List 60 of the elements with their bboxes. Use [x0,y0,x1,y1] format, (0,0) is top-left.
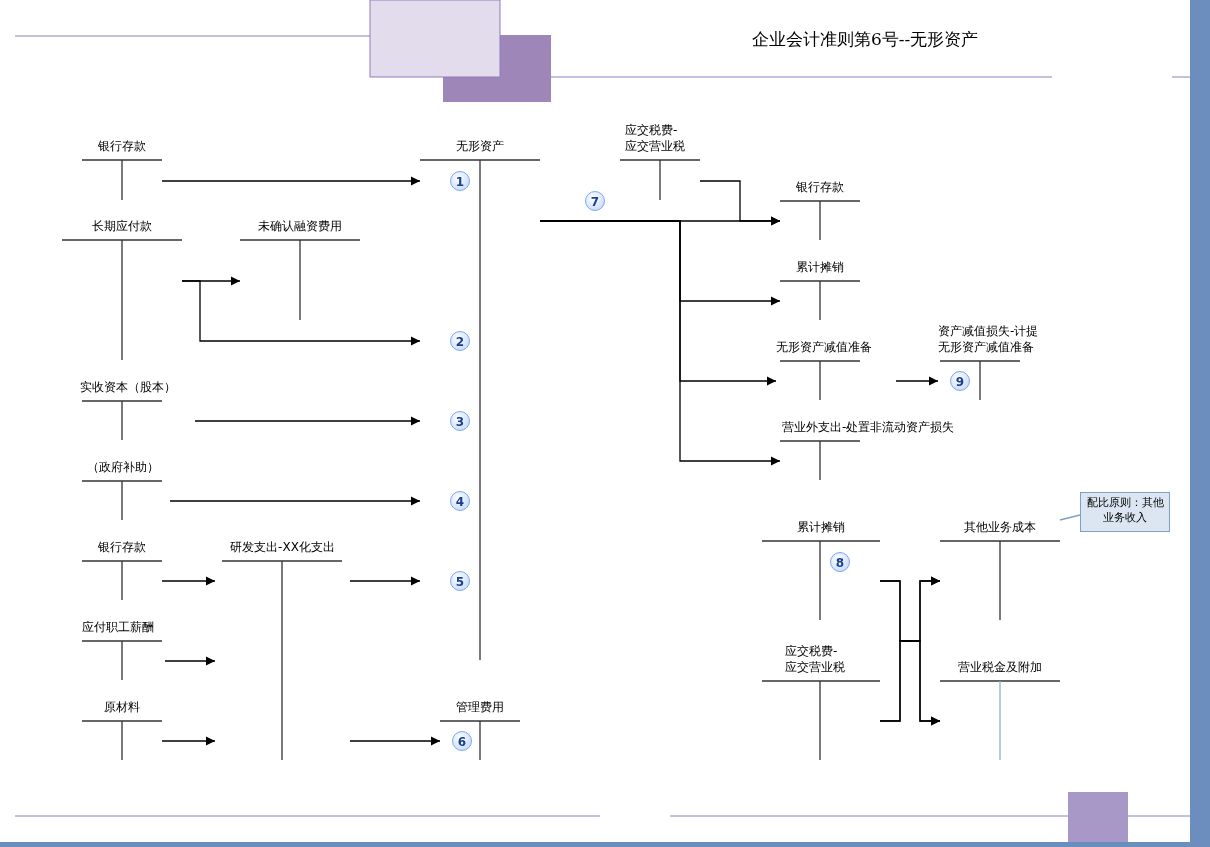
arrow [169,496,421,506]
account-name: 累计摊销 [796,519,846,535]
account-name: 管理费用 [455,699,505,715]
callout-number: 6 [452,731,472,751]
arrow [164,656,216,666]
arrow [181,280,421,346]
arrow [161,576,216,586]
arrow [895,376,939,386]
t-account [940,519,1060,620]
account-name: 应交税费-应交营业税 [625,122,686,154]
account-name: 原材料 [103,699,141,715]
account-name: 累计摊销 [795,259,845,275]
arrow [161,736,216,746]
t-account [780,179,860,240]
t-account [780,259,860,320]
callout-number: 4 [450,491,470,511]
callout-number: 5 [450,571,470,591]
arrow [194,416,421,426]
account-name: 应付职工薪酬 [80,619,155,635]
arrow [161,176,421,186]
account-name: 营业税金及附加 [957,659,1043,675]
account-name: 未确认融资费用 [257,218,343,234]
account-name: 银行存款 [795,179,845,195]
callout-number: 2 [450,331,470,351]
callout-number: 1 [450,171,470,191]
account-name: 银行存款 [97,539,147,555]
arrow [539,220,781,466]
t-account [62,218,182,360]
account-name: （政府补助） [85,459,160,475]
account-name: 营业外支出-处置非流动资产损失 [782,419,956,435]
t-account [82,539,162,600]
t-account [762,643,880,760]
account-name: 无形资产减值准备 [776,339,873,355]
arrow [879,640,941,726]
callout-number: 7 [585,191,605,211]
arrow [349,576,421,586]
account-name: 研发支出-XX化支出 [229,539,336,555]
account-name: 其他业务成本 [963,519,1037,535]
t-account [420,138,540,660]
callout-box: 配比原则：其他业务收入 [1080,492,1170,532]
account-name: 资产减值损失-计提无形资产减值准备 [938,323,1040,355]
callout-number: 3 [450,411,470,431]
leader-line [1059,514,1081,521]
account-name: 银行存款 [97,138,147,154]
t-account [82,138,162,200]
t-account [240,218,360,320]
page-title: 企业会计准则第6号--无形资产 [752,28,979,51]
t-account [620,122,700,200]
account-name: 长期应付款 [91,218,153,234]
t-account [940,659,1060,760]
callout-number: 8 [830,552,850,572]
account-name: 应交税费-应交营业税 [785,643,846,675]
t-account [440,699,520,760]
arrow [349,736,441,746]
account-name: 实收资本（股本） [80,379,177,395]
arrow [699,180,781,226]
account-name: 无形资产 [455,138,505,154]
t-account [82,699,162,760]
callout-number: 9 [950,371,970,391]
t-account [762,519,880,620]
